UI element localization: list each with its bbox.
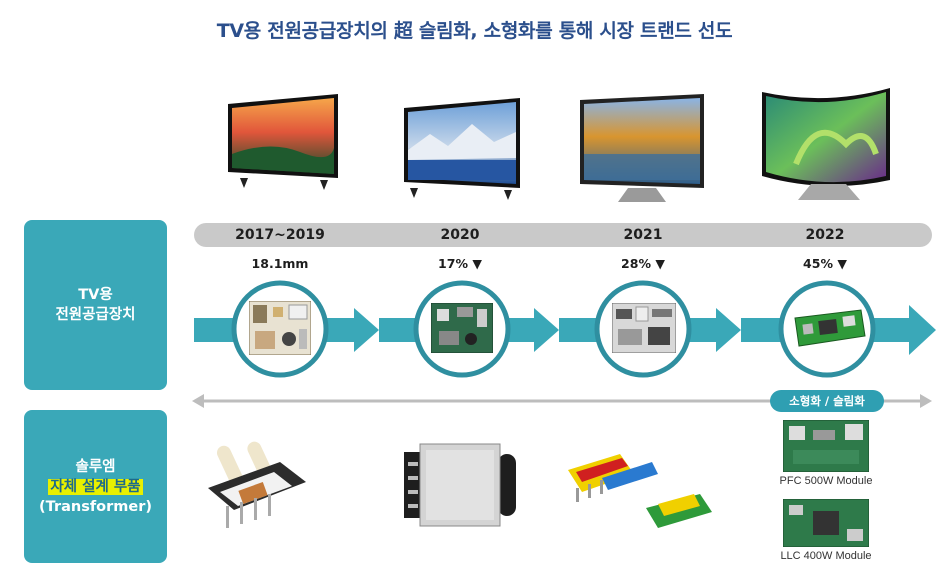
page-title: TV용 전원공급장치의 超 슬림화, 소형화를 통해 시장 트랜드 선도 [216,20,733,42]
transformer-side-box: 솔루엠 자체 설계 부품 (Transformer) [24,410,167,563]
llc-module-image [783,499,869,547]
transformer-side-line3: (Transformer) [39,498,152,515]
down-triangle-icon: ▼ [837,256,847,271]
pct-2017-label: 18.1mm [251,256,309,271]
transformer-side-line1: 솔루엠 [75,458,116,475]
transformer-2-image [404,443,516,527]
psu-side-line1: TV용 [78,287,113,303]
psu-board-2017-image [249,301,311,355]
year-2020-label: 2020 [440,227,480,243]
transformer-side-highlight: 자체 설계 부품 [48,478,143,495]
llc-module-caption: LLC 400W Module [780,550,872,562]
year-2017-label: 2017~2019 [235,227,325,243]
year-2022-label: 2022 [805,227,845,243]
psu-side-line2: 전원공급장치 [55,307,136,323]
transformer-1-image [208,441,306,528]
pfc-module-image [783,420,869,472]
psu-board-2021-image [612,303,676,353]
pct-2021-label: 28% ▼ [621,256,665,271]
tv-2022-image [762,88,890,200]
psu-board-2020-image [431,303,493,353]
transformer-3-image [568,454,712,528]
tv-2017-image [228,94,338,190]
pct-2020-label: 17% ▼ [438,256,482,271]
down-triangle-icon: ▼ [472,256,482,271]
year-bar [194,223,932,247]
down-triangle-icon: ▼ [655,256,665,271]
tv-2020-image [404,98,520,200]
slim-badge: 소형화 / 슬림화 [770,390,884,412]
year-2021-label: 2021 [623,227,663,243]
pfc-module-caption: PFC 500W Module [779,475,873,487]
tv-2021-image [580,94,704,202]
psu-side-box: TV용 전원공급장치 [24,220,167,390]
psu-board-2022-image [794,309,866,347]
pct-2022-label: 45% ▼ [803,256,847,271]
